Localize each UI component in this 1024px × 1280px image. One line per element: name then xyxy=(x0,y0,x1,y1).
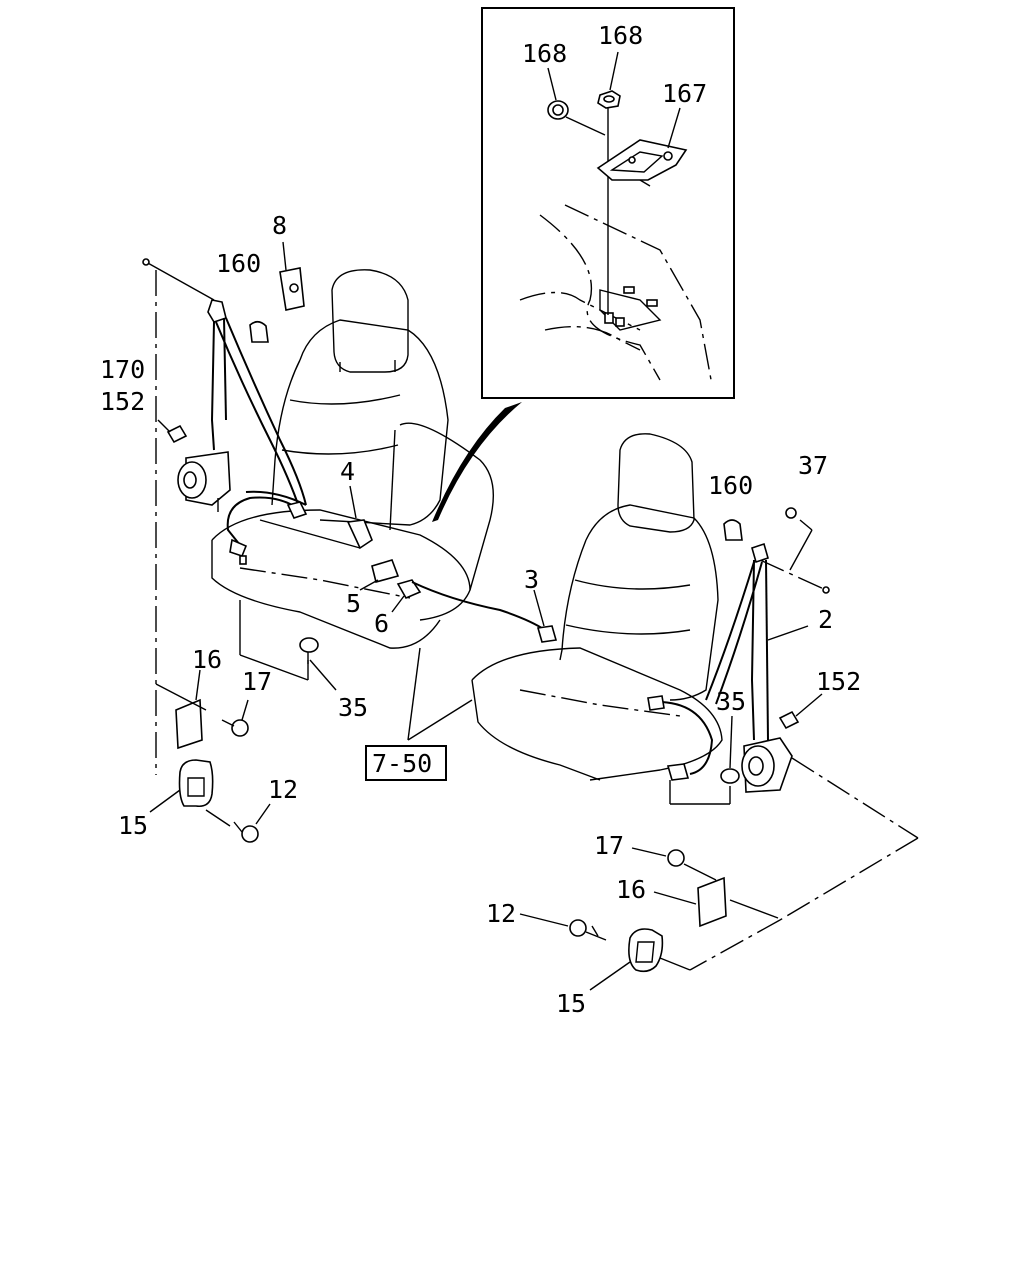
label-16-right: 16 xyxy=(616,875,646,904)
label-160-right: 160 xyxy=(708,471,753,500)
detail-pointer xyxy=(432,402,522,522)
label-35-left: 35 xyxy=(338,693,368,722)
right-seatbelt-assembly xyxy=(519,507,919,991)
label-168-top: 168 xyxy=(598,21,643,50)
label-4: 4 xyxy=(340,457,355,486)
cover-16-left xyxy=(155,669,207,750)
label-15-right: 15 xyxy=(556,989,586,1018)
nut-168-top xyxy=(597,90,621,109)
cover-16-right xyxy=(653,876,727,928)
cover-15-left xyxy=(149,759,214,813)
label-16-left: 16 xyxy=(192,645,222,674)
screw-12-left xyxy=(205,803,271,843)
label-35-right: 35 xyxy=(716,687,746,716)
tongue-5 xyxy=(359,559,400,591)
label-3: 3 xyxy=(524,565,539,594)
label-5: 5 xyxy=(346,589,361,618)
cover-15-right xyxy=(589,928,664,991)
inset-detail-view: 168 168 167 xyxy=(481,7,735,399)
reference-label[interactable]: 7-50 xyxy=(372,749,432,778)
cover-160-right xyxy=(723,519,743,541)
label-167: 167 xyxy=(662,79,707,108)
left-seat xyxy=(211,269,495,649)
screw-12-right xyxy=(519,913,607,941)
label-6: 6 xyxy=(374,609,389,638)
label-17-left: 17 xyxy=(242,667,272,696)
label-17-right: 17 xyxy=(594,831,624,860)
label-160-left: 160 xyxy=(216,249,261,278)
label-152-right: 152 xyxy=(816,667,861,696)
clip-152-right xyxy=(778,693,823,730)
label-168-left: 168 xyxy=(522,39,567,68)
buckle-stalk-6 xyxy=(391,579,546,631)
guide-8 xyxy=(279,241,305,311)
label-170: 170 xyxy=(100,355,145,384)
push-clip-35-left xyxy=(299,637,337,691)
label-152-left: 152 xyxy=(100,387,145,416)
label-2: 2 xyxy=(818,605,833,634)
push-clip-35-right xyxy=(720,715,740,784)
reference-7-50[interactable]: 7-50 xyxy=(365,745,447,781)
bolt-17-left xyxy=(221,699,249,737)
cover-160-left xyxy=(249,320,269,343)
right-seat xyxy=(471,433,723,781)
clip-152-left xyxy=(157,419,188,444)
retractor-170 xyxy=(177,451,231,512)
bolt-17-right xyxy=(631,847,717,881)
buckle-4 xyxy=(346,485,373,550)
nut-168-left xyxy=(547,100,606,136)
retractor-right xyxy=(741,737,793,793)
label-37: 37 xyxy=(798,451,828,480)
callout-labels: 8 160 170 152 4 5 6 3 37 160 2 152 16 17… xyxy=(100,211,861,1018)
label-12-right: 12 xyxy=(486,899,516,928)
label-12-left: 12 xyxy=(268,775,298,804)
label-15-left: 15 xyxy=(118,811,148,840)
screw-37 xyxy=(785,507,813,571)
label-8: 8 xyxy=(272,211,287,240)
bracket-167 xyxy=(596,139,688,187)
anchor-3 xyxy=(533,589,558,643)
left-seatbelt-assembly xyxy=(142,241,558,843)
